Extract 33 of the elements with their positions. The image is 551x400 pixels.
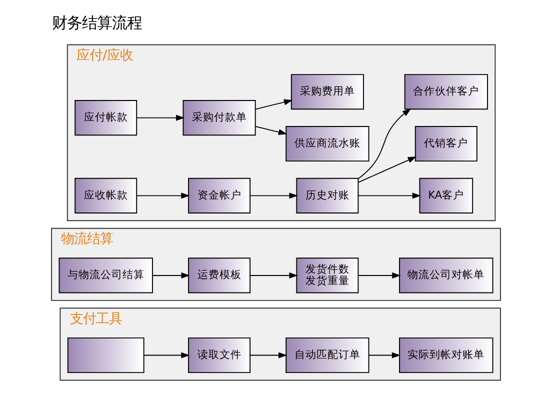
arrow — [249, 272, 298, 278]
arrow — [249, 352, 287, 358]
node-box: 资金帐户 — [188, 178, 250, 214]
node-box: 发货件数 发货重量 — [296, 258, 358, 294]
arrow — [358, 156, 416, 183]
arrow — [254, 126, 287, 136]
arrow — [142, 352, 190, 358]
node-box: 读取文件 — [188, 337, 250, 374]
node-box: 应收帐款 — [74, 178, 137, 214]
node-box: 物流公司对帐单 — [398, 258, 493, 294]
arrow — [254, 99, 292, 110]
node-box: 合作伙伴客户 — [404, 74, 488, 110]
arrow — [368, 352, 400, 358]
arrow — [358, 192, 421, 199]
diagram-title: 财务结算流程 — [52, 14, 142, 32]
arrow — [152, 272, 190, 278]
node-box: 与物流公司结算 — [58, 258, 152, 294]
node-box: 自动匹配订单 — [285, 337, 369, 374]
node-box: KA客户 — [418, 178, 473, 214]
node-box: 历史对账 — [296, 178, 358, 214]
node-box: 采购费用单 — [290, 74, 364, 110]
node-box: 代销客户 — [414, 126, 477, 162]
node-box: 实际到帐对账单 — [398, 337, 493, 374]
arrow — [358, 272, 400, 278]
node-box: 应付帐款 — [74, 100, 137, 136]
node-box — [66, 337, 144, 374]
arrow — [357, 108, 411, 180]
node-box: 供应商流水账 — [285, 126, 369, 162]
arrow — [249, 192, 298, 199]
arrow — [136, 114, 184, 121]
arrow — [136, 192, 190, 199]
node-box: 运费模板 — [188, 258, 250, 294]
node-box: 采购付款单 — [182, 100, 256, 136]
